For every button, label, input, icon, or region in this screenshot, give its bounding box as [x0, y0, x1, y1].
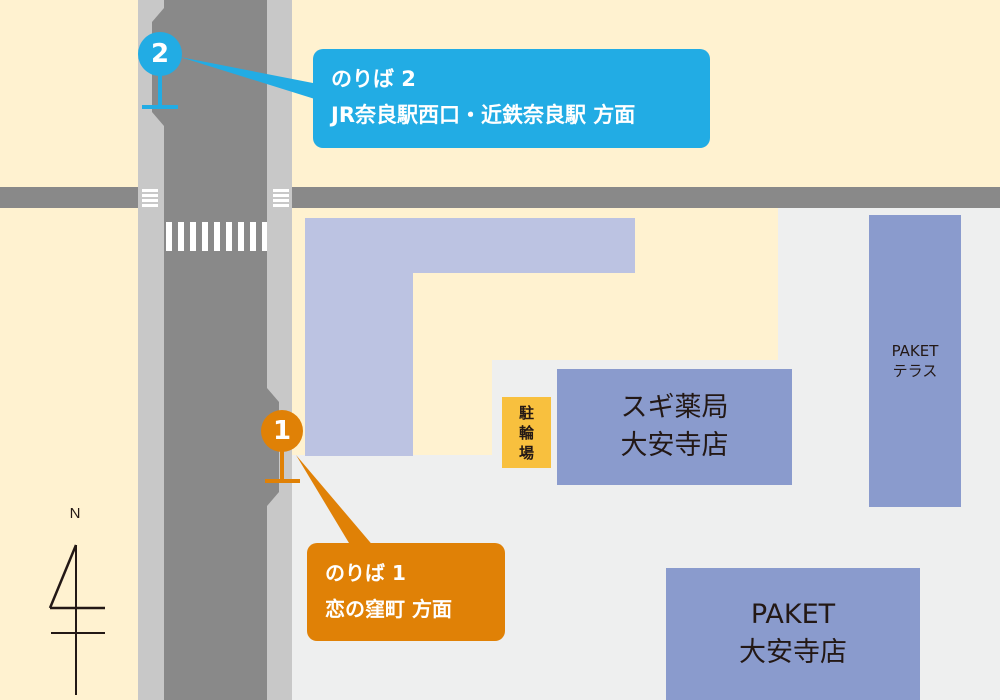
bike-parking-char: 場: [518, 443, 534, 462]
right-sidewalk: [267, 0, 292, 700]
crosswalk-right: [273, 189, 289, 207]
compass-n-label: N: [69, 505, 81, 522]
stop-1-callout: のりば 1 恋の窪町 方面: [307, 543, 505, 641]
sugi-pharmacy-building: スギ薬局 大安寺店: [557, 369, 792, 485]
stop-2-base: [142, 105, 178, 109]
l-shaped-building-left: [305, 218, 413, 456]
paket-store-name: PAKET: [750, 599, 836, 630]
paket-store-building: PAKET 大安寺店: [666, 568, 920, 700]
stop-1-direction: 恋の窪町 方面: [325, 597, 452, 621]
paket-terrace-sub: テラス: [892, 362, 938, 380]
stop-2-title: のりば 2: [331, 67, 416, 91]
north-compass: N: [45, 505, 110, 695]
bus-stop-1-marker[interactable]: 1: [261, 408, 303, 484]
stop-1-base: [265, 479, 300, 483]
sugi-name: スギ薬局: [620, 392, 729, 423]
stop-2-pole: [158, 74, 162, 106]
sugi-branch: 大安寺店: [620, 430, 729, 461]
paket-terrace-building: PAKET テラス: [869, 215, 961, 507]
stop-1-title: のりば 1: [325, 561, 406, 585]
bike-parking: 駐 輪 場: [502, 397, 551, 468]
bus-stop-2-marker[interactable]: 2: [138, 30, 184, 110]
zebra-crossing: [166, 222, 268, 251]
stop-2-direction: JR奈良駅西口・近鉄奈良駅 方面: [331, 103, 636, 127]
crosswalk-left: [142, 189, 158, 207]
stop-1-number-badge: 1: [261, 410, 303, 452]
stop-1-pole: [280, 450, 284, 480]
paket-store-branch: 大安寺店: [739, 637, 847, 668]
north-arrow-icon: [48, 544, 105, 695]
bike-parking-char: 輪: [518, 423, 534, 442]
bike-parking-char: 駐: [518, 403, 534, 422]
paket-terrace-name: PAKET: [891, 342, 939, 360]
stop-2-callout: のりば 2 JR奈良駅西口・近鉄奈良駅 方面: [313, 49, 710, 148]
vertical-road: [164, 0, 267, 700]
stop-2-number-badge: 2: [138, 32, 182, 76]
